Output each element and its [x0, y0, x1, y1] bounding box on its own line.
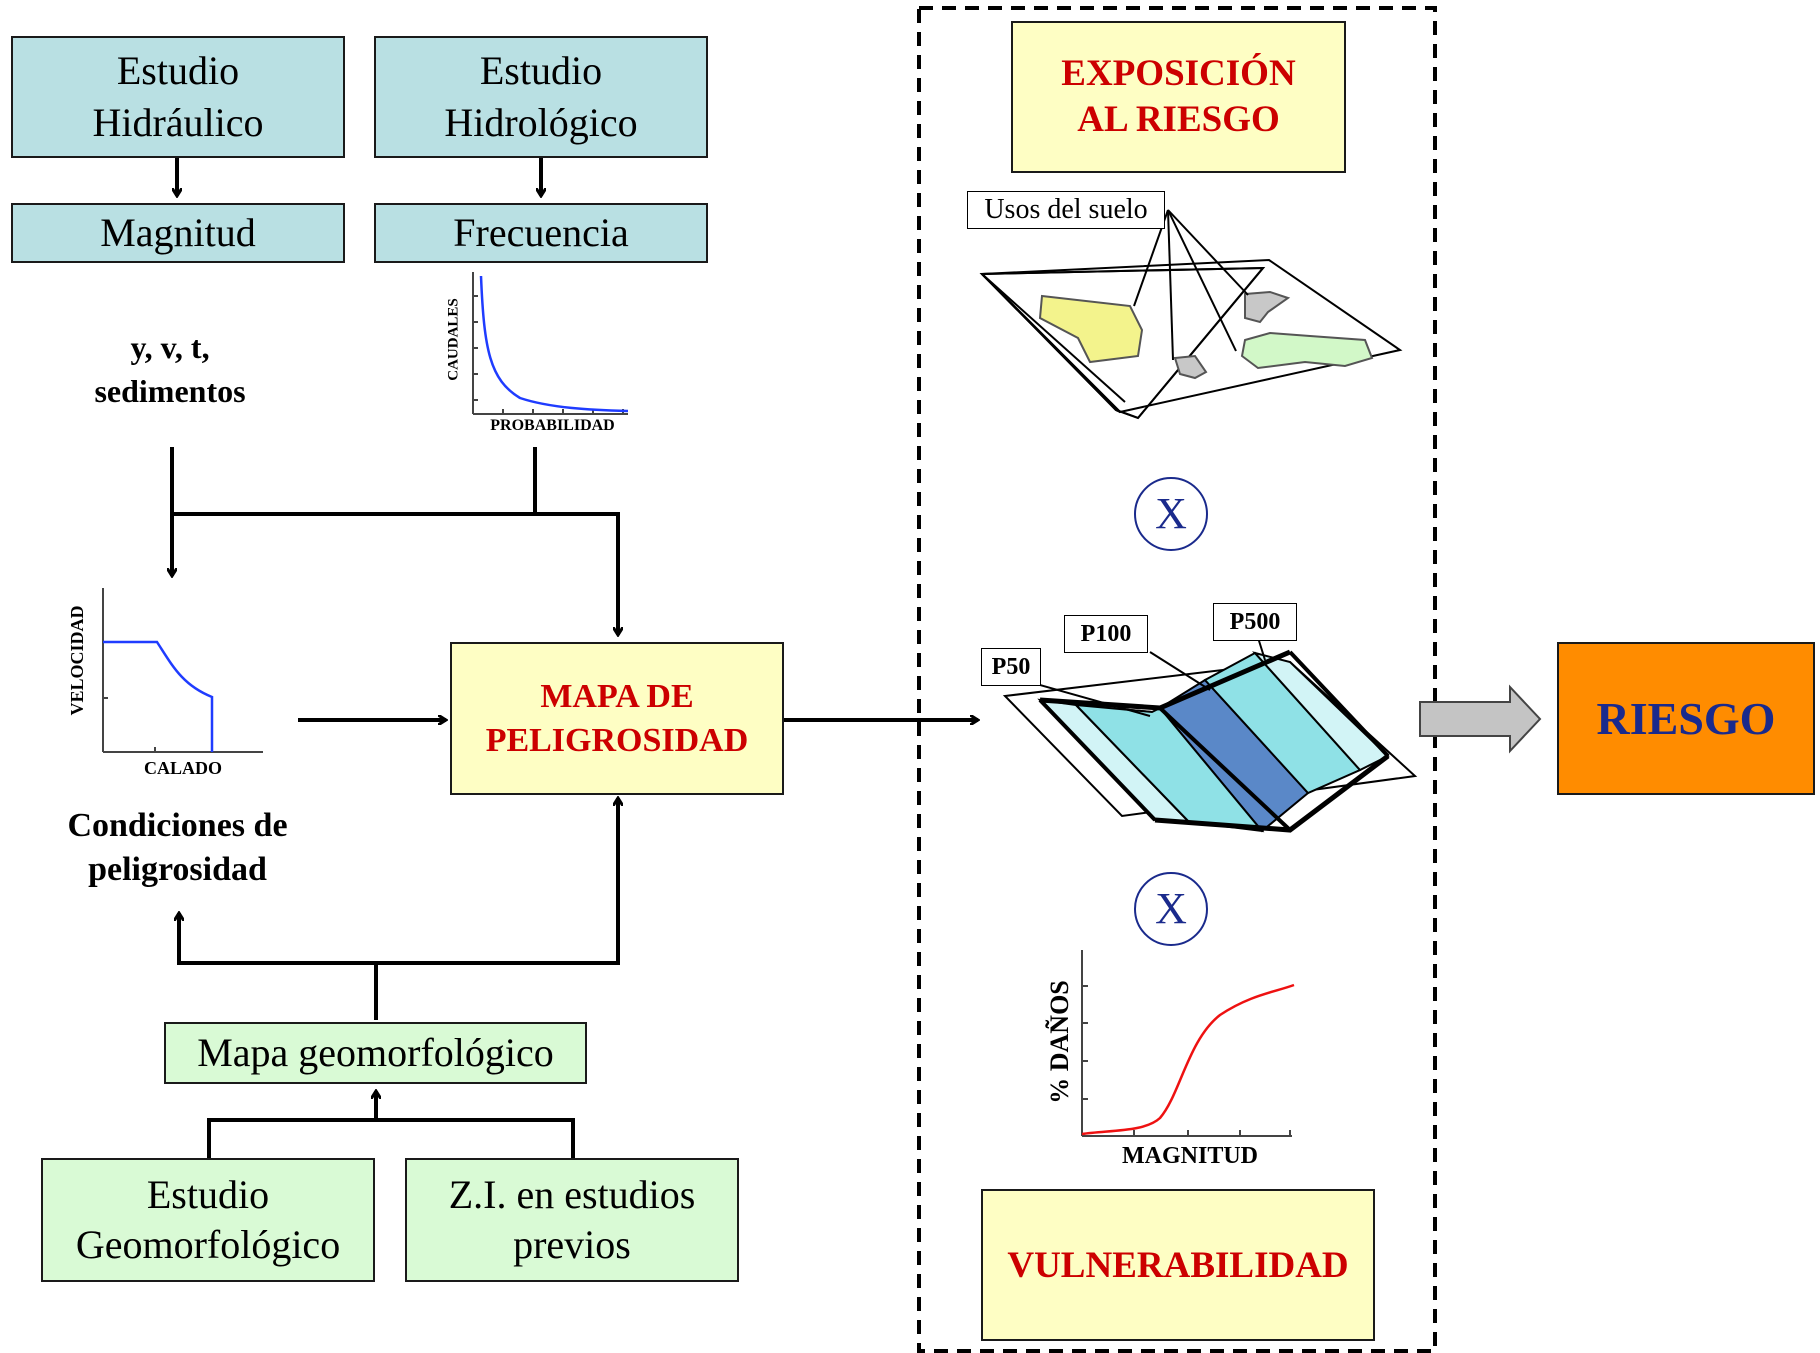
- land-use-grey-zone-1: [1244, 290, 1291, 324]
- mapa-geomorfologico-box: Mapa geomorfológico: [164, 1022, 587, 1084]
- velocidad-chart: [102, 588, 263, 753]
- period-tag-p100: P100: [1064, 615, 1148, 653]
- exposicion-box: EXPOSICIÓN AL RIESGO: [1011, 21, 1346, 173]
- estudio-geomorfologico-box: Estudio Geomorfológico: [41, 1158, 375, 1282]
- yvt-label: y, v, t, sedimentos: [94, 329, 246, 409]
- velocidad-ylabel: VELOCIDAD: [67, 605, 87, 716]
- condiciones-label: Condiciones de peligrosidad: [67, 807, 288, 888]
- land-use-yellow-zone: [1038, 294, 1144, 364]
- vulnerabilidad-box: VULNERABILIDAD: [981, 1189, 1375, 1341]
- multiply-circle-2: [1134, 872, 1208, 946]
- land-use-green-zone: [1240, 331, 1374, 370]
- line-zi-estudios: [376, 1118, 575, 1158]
- frecuencia-box: Frecuencia: [374, 203, 708, 263]
- arrow-to-mapa-top: [535, 512, 618, 635]
- danos-ylabel: % DAÑOS: [1045, 980, 1074, 1104]
- magnitud-box: Magnitud: [11, 203, 345, 263]
- connectors: [172, 158, 978, 1158]
- danos-chart: [1081, 950, 1295, 1137]
- riesgo-box: RIESGO: [1557, 642, 1815, 795]
- caudales-xlabel: PROBABILIDAD: [490, 417, 615, 434]
- caudales-curve: [479, 275, 629, 413]
- multiply-circle-1: [1134, 477, 1208, 551]
- danos-curve: [1081, 983, 1295, 1136]
- usos-suelo-label: Usos del suelo: [967, 191, 1165, 229]
- flood-hazard-map: [1002, 627, 1418, 833]
- estudio-hidrologico-box: Estudio Hidrológico: [374, 36, 708, 158]
- risk-components-frame: [917, 6, 1437, 1353]
- period-tag-p500: P500: [1213, 603, 1297, 641]
- land-use-map: [979, 209, 1403, 420]
- velocidad-curve: [103, 640, 214, 752]
- caudales-ylabel: CAUDALES: [445, 298, 462, 381]
- arrow-geomorf-mapa: [374, 798, 618, 1020]
- caudales-chart: [472, 272, 629, 415]
- arrow-to-riesgo: [1419, 684, 1542, 754]
- arrow-geomorf-condiciones: [179, 913, 376, 965]
- land-use-grey-zone-2: [1173, 354, 1208, 380]
- velocidad-xlabel: CALADO: [143, 758, 222, 778]
- mapa-peligrosidad-box: MAPA DE PELIGROSIDAD: [450, 642, 784, 795]
- danos-xlabel: MAGNITUD: [1122, 1143, 1258, 1169]
- multiply-1-label: X: [1155, 489, 1187, 538]
- line-estudio-geomorf: [207, 1118, 376, 1158]
- period-tag-p50: P50: [981, 648, 1041, 686]
- estudio-hidraulico-box: Estudio Hidráulico: [11, 36, 345, 158]
- multiply-2-label: X: [1155, 884, 1187, 933]
- zi-estudios-box: Z.I. en estudios previos: [405, 1158, 739, 1282]
